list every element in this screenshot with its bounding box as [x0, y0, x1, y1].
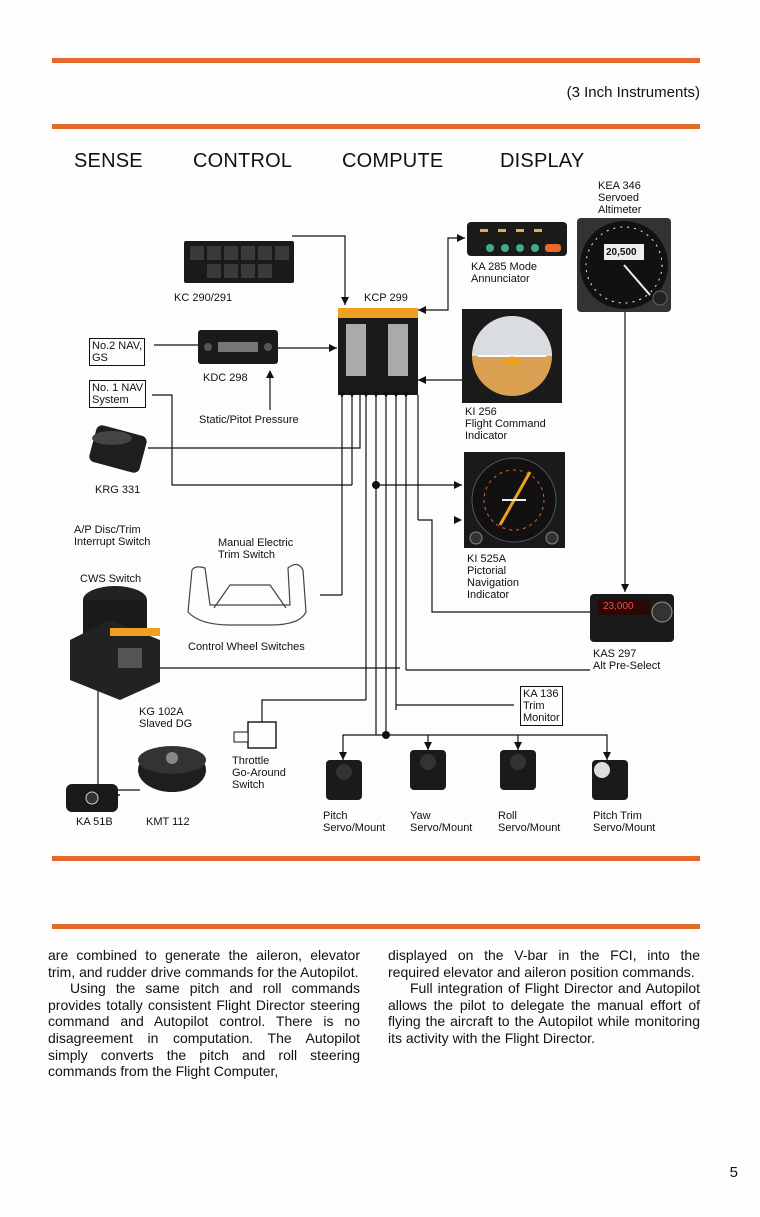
- label-kdc298: KDC 298: [203, 372, 248, 384]
- label-kcp299: KCP 299: [364, 292, 408, 304]
- column-sense: SENSE: [74, 150, 143, 172]
- label-roll-servo: Roll Servo/Mount: [498, 810, 561, 834]
- label-ka285: KA 285 Mode Annunciator: [471, 261, 538, 285]
- column-control: CONTROL: [193, 150, 293, 172]
- label-yaw-servo: Yaw Servo/Mount: [410, 810, 473, 834]
- label-control-wheel: Control Wheel Switches: [188, 641, 305, 653]
- label-ka136: KA 136 Trim Monitor: [520, 686, 563, 726]
- text-top-rule: [52, 924, 700, 929]
- body-text-left: are combined to generate the aileron, el…: [48, 947, 360, 1080]
- column-compute: COMPUTE: [342, 150, 444, 172]
- system-diagram: [66, 218, 674, 812]
- subtitle: (3 Inch Instruments): [566, 84, 700, 101]
- body-text-right: displayed on the V-bar in the FCI, into …: [388, 947, 700, 1047]
- body-left-para-1: are combined to generate the aileron, el…: [48, 947, 360, 980]
- label-static-pitot: Static/Pitot Pressure: [199, 414, 299, 426]
- label-pitch-servo: Pitch Servo/Mount: [323, 810, 386, 834]
- body-left-para-2: Using the same pitch and roll commands p…: [48, 980, 360, 1080]
- label-manual-trim: Manual Electric Trim Switch: [218, 537, 294, 561]
- label-kas297: KAS 297 Alt Pre-Select: [593, 648, 661, 672]
- label-pitch-trim-servo: Pitch Trim Servo/Mount: [593, 810, 656, 834]
- column-display: DISPLAY: [500, 150, 585, 172]
- label-ki525a: KI 525A Pictorial Navigation Indicator: [467, 553, 519, 601]
- top-rule: [52, 58, 700, 63]
- label-kea346: KEA 346 Servoed Altimeter: [598, 180, 642, 216]
- body-right-para-1: displayed on the V-bar in the FCI, into …: [388, 947, 700, 980]
- header-rule: [52, 124, 700, 129]
- page-number: 5: [729, 1164, 738, 1181]
- label-ka51b: KA 51B: [76, 816, 113, 828]
- label-nav1: No. 1 NAV System: [89, 380, 147, 408]
- kas297-readout: 23,000: [603, 601, 634, 612]
- label-throttle: Throttle Go-Around Switch: [232, 755, 286, 791]
- altimeter-readout: 20,500: [606, 247, 637, 258]
- body-right-para-2: Full integration of Flight Director and …: [388, 980, 700, 1046]
- label-kg102a: KG 102A Slaved DG: [139, 706, 193, 730]
- label-ki256: KI 256 Flight Command Indicator: [465, 406, 546, 442]
- label-ap-disc: A/P Disc/Trim Interrupt Switch: [74, 524, 151, 548]
- label-nav2: No.2 NAV, GS: [89, 338, 146, 366]
- label-cws: CWS Switch: [80, 573, 142, 585]
- label-krg331: KRG 331: [95, 484, 141, 496]
- label-kmt112: KMT 112: [146, 816, 190, 828]
- label-kc290: KC 290/291: [174, 292, 233, 304]
- diagram-bottom-rule: [52, 856, 700, 861]
